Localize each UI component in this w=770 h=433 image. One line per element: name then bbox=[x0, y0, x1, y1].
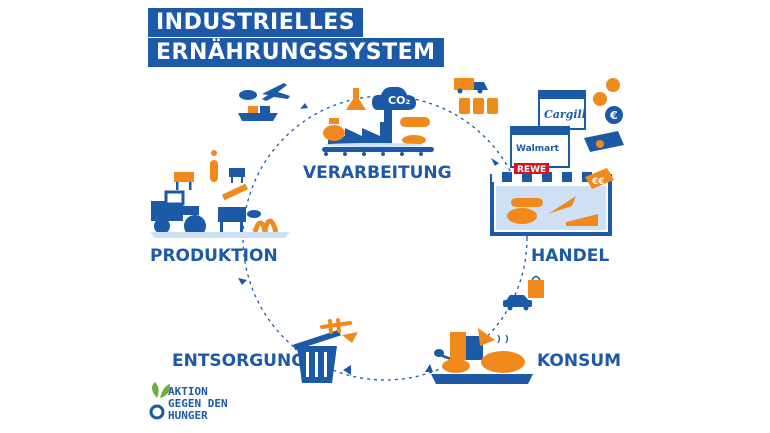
cow-icon bbox=[323, 118, 345, 141]
leaf-logo-icon bbox=[149, 382, 171, 420]
cloud-icon: CO₂ bbox=[372, 86, 416, 110]
bread-icon bbox=[507, 208, 537, 224]
stage-label-verarbeitung: VERARBEITUNG bbox=[303, 163, 452, 183]
price-tag-icon: €€ bbox=[585, 168, 614, 189]
title-line-1: INDUSTRIELLES bbox=[148, 8, 364, 37]
arrow-to-konsum bbox=[425, 364, 433, 372]
shopping-bag-icon bbox=[528, 275, 544, 298]
plate-icon bbox=[431, 374, 533, 384]
sausage-icon bbox=[511, 198, 543, 207]
stage-label-entsorgung: ENTSORGUNG bbox=[172, 351, 306, 371]
sausage-icon bbox=[400, 117, 430, 145]
truck-icon bbox=[454, 78, 488, 94]
euro-label: € bbox=[609, 109, 618, 122]
walmart-card: Walmart bbox=[510, 126, 570, 168]
euro-tag-label: €€ bbox=[591, 177, 605, 187]
stage-label-handel: HANDEL bbox=[531, 246, 610, 266]
logo-line-1: AKTION bbox=[168, 385, 208, 398]
cargill-card: Cargill bbox=[538, 90, 586, 130]
field-fill bbox=[150, 232, 290, 238]
arrow-to-handel bbox=[491, 158, 499, 166]
flask-icon bbox=[346, 88, 366, 110]
bread-icon bbox=[442, 359, 470, 373]
co2-label: CO₂ bbox=[388, 94, 410, 107]
stage-label-produktion: PRODUKTION bbox=[150, 246, 278, 266]
card-icon bbox=[584, 131, 624, 152]
car-icon bbox=[503, 295, 532, 311]
cow-icon bbox=[174, 168, 246, 232]
logo-line-3: HUNGER bbox=[168, 409, 208, 422]
arrow-to-produktion bbox=[238, 278, 247, 285]
syringe-icon bbox=[221, 183, 249, 201]
euro-coin-icon: € bbox=[593, 78, 623, 124]
carrot-icon bbox=[548, 196, 576, 214]
wheat-icon bbox=[247, 210, 279, 233]
title-line-2: ERNÄHRUNGSSYSTEM bbox=[148, 38, 444, 67]
floor-fill bbox=[324, 143, 424, 147]
conveyor-icon bbox=[322, 147, 434, 156]
cheese-icon bbox=[566, 214, 598, 226]
roast-chicken-icon bbox=[481, 334, 525, 373]
fish-bone-icon bbox=[320, 318, 358, 343]
cargo-ship-icon bbox=[238, 90, 278, 121]
cargill-label: Cargill bbox=[544, 108, 586, 121]
grain-cans-icon bbox=[459, 98, 498, 114]
logo-text: AKTION GEGEN DEN HUNGER bbox=[168, 386, 228, 422]
cheese-wedge-icon bbox=[478, 328, 495, 346]
arrow-to-verarbeitung bbox=[300, 103, 308, 109]
cycle-path bbox=[242, 95, 528, 381]
trash-bin-icon bbox=[293, 329, 341, 383]
logo-line-2: GEGEN DEN bbox=[168, 397, 228, 410]
walmart-label: Walmart bbox=[516, 144, 560, 154]
stage-label-konsum: KONSUM bbox=[537, 351, 622, 371]
rewe-label: REWE bbox=[517, 165, 546, 175]
test-tube-icon bbox=[210, 150, 218, 182]
can-icon bbox=[450, 332, 483, 360]
airplane-icon bbox=[262, 83, 290, 101]
tractor-icon bbox=[151, 190, 206, 237]
factory-icon bbox=[328, 104, 392, 145]
arrow-to-entsorgung bbox=[343, 365, 351, 375]
